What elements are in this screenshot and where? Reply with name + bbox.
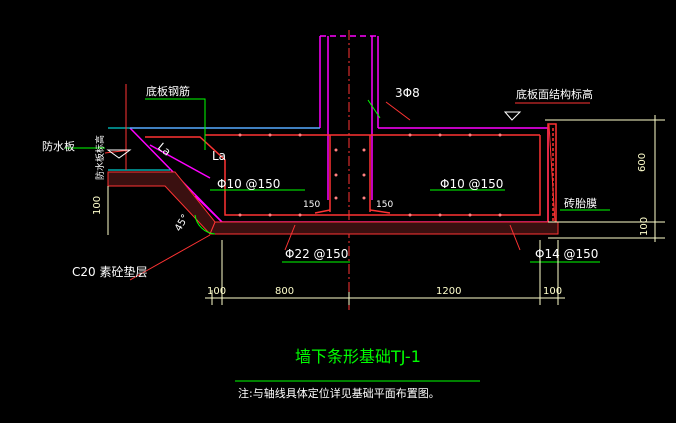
label-waterproof-board: 防水板 [42,139,75,153]
leader-lines [65,98,610,382]
label-150-left: 150 [303,200,320,210]
label-stirrup: 3Φ8 [395,86,420,100]
drawing-title: 墙下条形基础TJ-1 [295,347,421,366]
dim-bottom-4: 100 [543,286,562,297]
cushion-layer [107,171,559,235]
label-bottom-rebar: 底板钢筋 [146,84,190,98]
wall-outline [319,35,379,200]
label-150-right: 150 [376,200,393,210]
dimension-lines [107,115,665,305]
label-waterproof-elev: 防水板标高 [94,135,106,180]
red-leaders [104,84,590,281]
label-bottom-elev: 底板面结构标高 [516,87,593,101]
angle-arc [194,214,216,235]
label-dist-left: Φ10 @150 [217,177,280,191]
dim-100-left: 100 [92,196,103,215]
dim-600: 600 [637,153,648,172]
dim-bottom-1: 100 [207,286,226,297]
label-main-right: Φ14 @150 [535,247,598,261]
label-angle: 45° [173,213,191,234]
dim-100-right: 100 [639,217,650,236]
dim-bottom-2: 800 [275,286,294,297]
label-cushion: C20 素砼垫层 [72,264,147,279]
drawing-note: 注:与轴线具体定位详见基础平面布置图。 [238,386,440,400]
cyan-ground-lines [108,127,320,171]
dim-bottom-3: 1200 [436,286,461,297]
rebar-lines [145,128,554,222]
label-brick-membrane: 砖胎膜 [564,196,597,210]
label-main-bottom: Φ22 @150 [285,247,348,261]
label-dist-right: Φ10 @150 [440,177,503,191]
elevation-marker-right [503,111,522,121]
rebar-dots [238,133,502,217]
label-la: La [212,149,226,163]
label-la-slanted: La [155,140,173,158]
elevation-marker [106,149,132,159]
